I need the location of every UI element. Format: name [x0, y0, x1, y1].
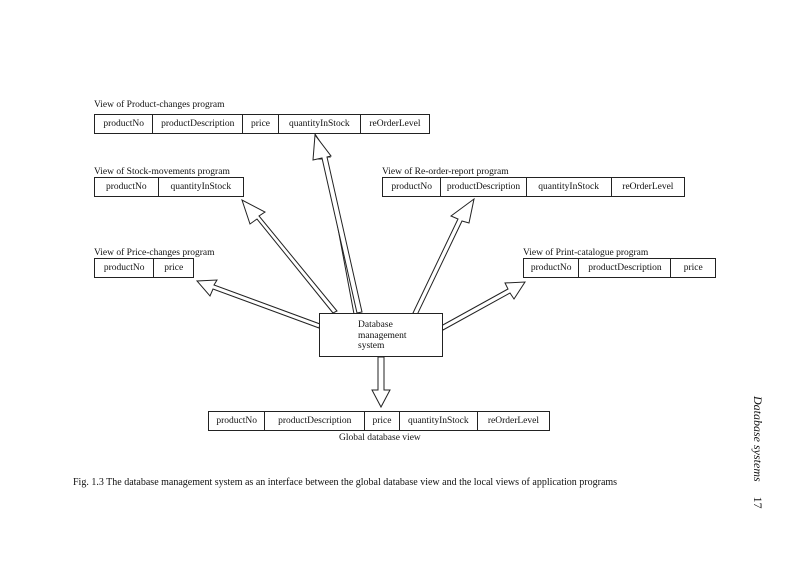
view-title-price-changes: View of Price-changes program	[94, 248, 215, 258]
arrow-to-re-order-report	[412, 197, 475, 316]
field-cell: reOrderLevel	[359, 115, 429, 133]
field-cell: productDescription	[440, 178, 525, 196]
view-fields-stock-movements: productNo quantityInStock	[94, 177, 244, 197]
page-number: 17	[751, 496, 765, 509]
field-cell: price	[153, 259, 193, 277]
field-cell: quantityInStock	[525, 178, 611, 196]
dbms-box: Database management system	[319, 313, 443, 357]
field-cell: productDescription	[264, 412, 364, 430]
field-cell: productDescription	[578, 259, 670, 277]
view-fields-product-changes: productNo productDescription price quant…	[94, 114, 430, 134]
global-view-fields: productNo productDescription price quant…	[208, 411, 550, 431]
view-fields-re-order-report: productNo productDescription quantityInS…	[382, 177, 685, 197]
field-cell: quantityInStock	[157, 178, 243, 196]
field-cell: productNo	[391, 182, 433, 192]
view-title-re-order-report: View of Re-order-report program	[382, 167, 509, 177]
arrow-to-print-catalogue	[440, 281, 526, 331]
field-cell: price	[364, 412, 399, 430]
field-cell: productNo	[103, 263, 145, 273]
view-fields-price-changes: productNo price	[94, 258, 194, 278]
field-cell: price	[670, 259, 715, 277]
running-header: Database systems 17	[747, 396, 765, 509]
running-header-title: Database systems	[751, 396, 765, 482]
field-cell: productDescription	[152, 115, 242, 133]
field-cell: productNo	[103, 119, 144, 129]
view-fields-print-catalogue: productNo productDescription price	[523, 258, 716, 278]
field-cell: productNo	[530, 263, 572, 273]
field-cell: quantityInStock	[277, 115, 360, 133]
view-title-stock-movements: View of Stock-movements program	[94, 167, 230, 177]
arrow-to-price-changes	[195, 279, 321, 329]
dbms-label: Database management system	[358, 320, 407, 351]
arrow-to-product-changes	[312, 133, 363, 314]
field-cell: price	[242, 115, 278, 133]
field-cell: reOrderLevel	[476, 412, 549, 430]
field-cell: quantityInStock	[398, 412, 477, 430]
figure-caption: Fig. 1.3 The database management system …	[73, 477, 618, 488]
field-cell: productNo	[216, 416, 257, 426]
field-cell: productNo	[105, 182, 147, 192]
view-title-print-catalogue: View of Print-catalogue program	[523, 248, 649, 258]
arrow-to-global	[371, 356, 391, 409]
field-cell: reOrderLevel	[610, 178, 684, 196]
global-view-caption: Global database view	[339, 433, 421, 443]
view-title-product-changes: View of Product-changes program	[94, 100, 225, 110]
arrow-to-stock-movements	[241, 198, 338, 314]
